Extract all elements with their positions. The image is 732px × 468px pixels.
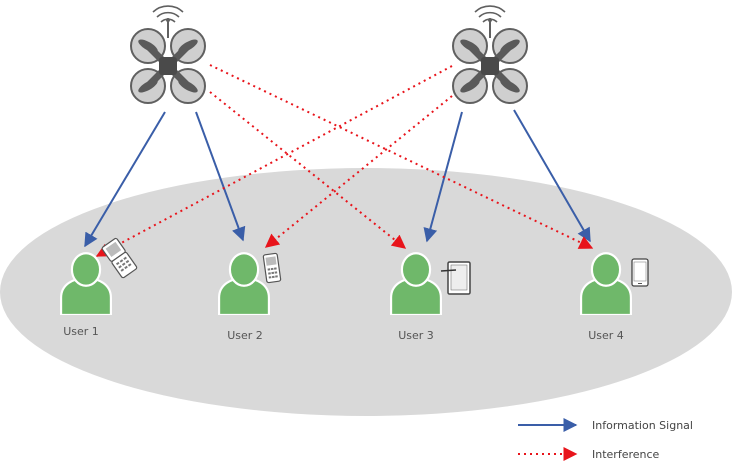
interference-links [95,64,594,257]
user-3-label: User 3 [398,329,434,342]
feature-phone-icon [262,252,282,284]
flip-phone-icon [101,237,138,279]
interference-drone2-user2 [264,95,453,248]
signal-drone1-user2 [195,111,246,242]
user-4-label: User 4 [588,329,624,342]
user-1-label: User 1 [63,325,99,338]
interference-drone2-user1 [95,65,453,257]
interference-drone1-user4 [209,64,594,249]
drone-left-icon [131,6,205,103]
legend-interference-label: Interference [592,448,660,461]
signal-drone1-user1 [84,111,166,248]
coverage-area [0,168,732,416]
legend: Information Signal Interference [518,418,693,461]
user-2-label: User 2 [227,329,263,342]
drone-right-icon [453,6,527,103]
legend-information-signal-label: Information Signal [592,419,693,432]
smartphone-icon [631,258,649,287]
tablet-icon [440,261,471,295]
signal-drone2-user4 [513,109,591,243]
